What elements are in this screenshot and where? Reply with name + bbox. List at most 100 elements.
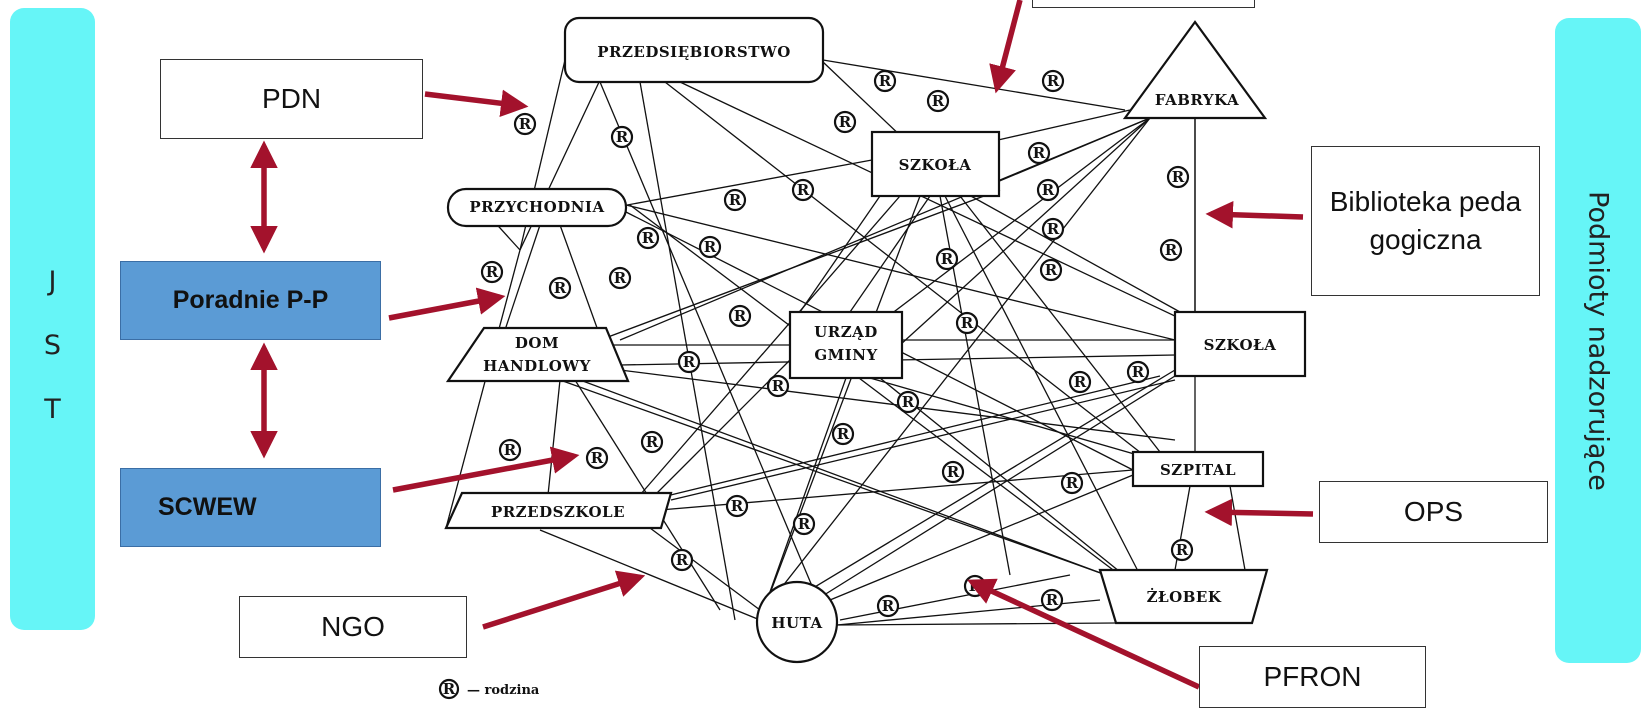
- connection-line: [629, 204, 1134, 586]
- connection-line: [599, 189, 1001, 341]
- family-marker-letter: R: [932, 92, 945, 110]
- biblioteka-box: Biblioteka pedagogiczna: [1311, 146, 1540, 296]
- connection-line: [836, 622, 1117, 626]
- label-szpital: SZPITAL: [1160, 461, 1236, 479]
- family-marker-letter: R: [519, 115, 532, 133]
- family-marker-letter: R: [642, 229, 655, 247]
- family-marker-icon: [896, 390, 920, 414]
- family-marker-letter: R: [1172, 168, 1185, 186]
- family-marker-icon: [725, 494, 749, 518]
- scwew-box: SCWEW: [120, 468, 381, 547]
- connection-line: [539, 529, 761, 621]
- label-szkola-top: SZKOŁA: [899, 156, 972, 174]
- family-marker-icon: [636, 226, 660, 250]
- arrow-biblioteka: [1205, 200, 1304, 229]
- family-marker-letter: R: [1176, 541, 1189, 559]
- connection-line: [959, 195, 1161, 453]
- connection-line: [670, 379, 1176, 501]
- legend-symbol: R: [443, 680, 456, 698]
- family-marker-icon: [873, 69, 897, 93]
- family-marker-letter: R: [614, 269, 627, 287]
- connection-line: [759, 377, 847, 621]
- arrow-top: [989, 0, 1023, 94]
- family-marker-icon: [1039, 258, 1063, 282]
- szkola-right-shape: [1173, 310, 1307, 378]
- family-marker-letter: R: [734, 307, 747, 325]
- szpital-shape: [1131, 450, 1265, 488]
- family-marker-icon: [1068, 370, 1092, 394]
- family-marker-letter: R: [683, 353, 696, 371]
- red-arrows: [250, 0, 1314, 690]
- family-marker-letter: R: [1132, 363, 1145, 381]
- arrow-pfron: [967, 578, 1201, 690]
- family-marker-icon: [677, 350, 701, 374]
- arrow-ngo: [482, 570, 646, 630]
- family-marker-letter: R: [1042, 181, 1055, 199]
- family-marker-icon: [1170, 538, 1194, 562]
- top-box: [1032, 0, 1255, 8]
- family-marker-icon: [792, 512, 816, 536]
- family-marker-icon: [1166, 165, 1190, 189]
- family-marker-icon: [935, 247, 959, 271]
- family-marker-icon: [1036, 178, 1060, 202]
- family-marker-icon: [831, 422, 855, 446]
- family-marker-letter: R: [772, 377, 785, 395]
- label-huta: HUTA: [771, 614, 822, 632]
- family-marker-letter: R: [902, 393, 915, 411]
- institution-shapes: [444, 16, 1307, 664]
- family-marker-icon: [723, 188, 747, 212]
- family-marker-icon: [1027, 141, 1051, 165]
- connection-line: [829, 474, 1134, 601]
- connection-line: [619, 117, 1151, 341]
- family-marker-letter: R: [839, 113, 852, 131]
- connection-line: [504, 224, 541, 331]
- supervisory-panel: Podmioty nadzorujące: [1555, 18, 1641, 663]
- family-marker-letter: R: [1045, 261, 1058, 279]
- connection-line: [822, 61, 906, 141]
- family-marker-letter: R: [731, 497, 744, 515]
- family-marker-letter: R: [646, 433, 659, 451]
- family-marker-icon: [698, 235, 722, 259]
- connection-line: [869, 117, 1151, 331]
- label-gminy: GMINY: [814, 346, 877, 364]
- family-marker-icon: [610, 125, 634, 149]
- family-marker-icon: [640, 430, 664, 454]
- connection-line: [599, 159, 873, 211]
- label-fabryka: FABRYKA: [1155, 91, 1239, 109]
- arrow-poradnie: [388, 287, 506, 321]
- connection-line: [579, 379, 1134, 586]
- jst-panel: J S T: [10, 8, 95, 630]
- family-marker-icon: [1041, 217, 1065, 241]
- connection-line: [649, 359, 791, 501]
- jst-letter-t: T: [44, 394, 61, 425]
- zlobek-shape: [1098, 568, 1269, 625]
- family-marker-icon: [1041, 69, 1065, 93]
- institution-labels: PRZEDSIĘBIORSTWO FABRYKA SZKOŁA PRZYCHOD…: [469, 43, 1275, 632]
- dom-handlowy-shape: [445, 326, 630, 383]
- pdn-box: PDN: [160, 59, 423, 139]
- connection-line: [649, 375, 1161, 501]
- family-marker-icon: [791, 178, 815, 202]
- family-marker-letter: R: [879, 72, 892, 90]
- connection-line: [822, 59, 1126, 111]
- family-marker-icon: [766, 374, 790, 398]
- label-przedszkole: PRZEDSZKOLE: [491, 503, 625, 521]
- connection-line: [759, 195, 921, 621]
- family-marker-icon: [728, 304, 752, 328]
- przychodnia-shape: [446, 187, 628, 228]
- label-dom: DOM: [515, 334, 559, 352]
- label-przychodnia: PRZYCHODNIA: [469, 198, 604, 216]
- connection-line: [899, 117, 1151, 346]
- arrow-ops: [1204, 498, 1314, 527]
- family-marker-icon: [498, 438, 522, 462]
- przedszkole-shape: [444, 491, 673, 530]
- family-marker-letter: R: [1074, 373, 1087, 391]
- label-urzad: URZĄD: [814, 323, 878, 341]
- family-marker-letter: R: [1033, 144, 1046, 162]
- family-marker-icon: [585, 446, 609, 470]
- family-marker-icon: [1040, 588, 1064, 612]
- urzad-gminy-shape: [788, 310, 904, 380]
- family-marker-letter: R: [947, 463, 960, 481]
